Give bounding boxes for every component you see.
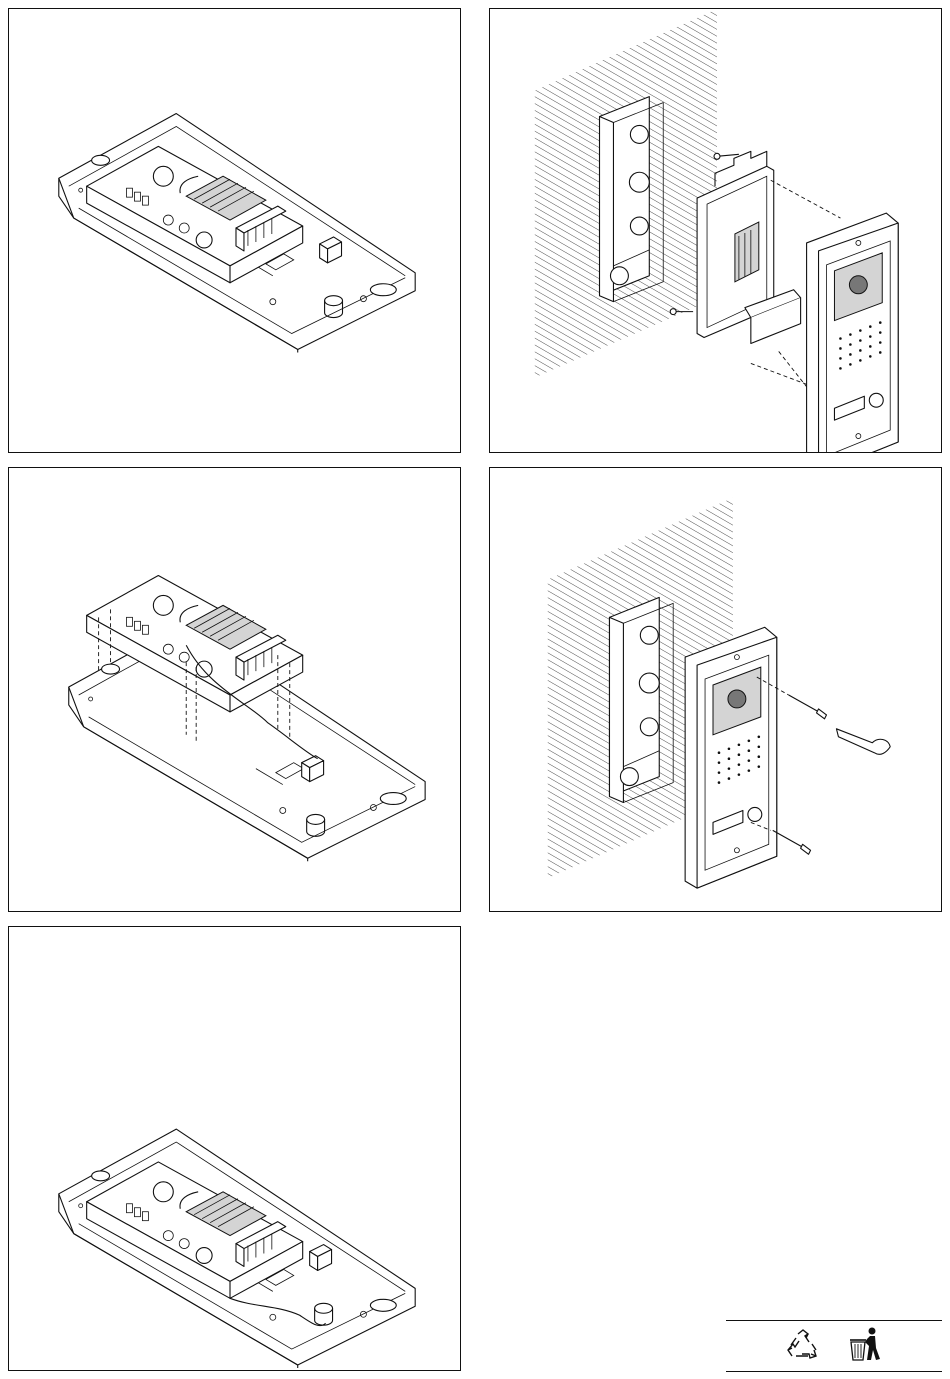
recycle-icon	[786, 1328, 820, 1362]
bin-disposal-icon	[848, 1326, 884, 1364]
fixing-screw-top	[789, 695, 827, 719]
front-panel-fixing-illustration	[490, 468, 941, 911]
wrench-icon	[836, 729, 890, 754]
fixing-screw-bottom	[773, 830, 811, 854]
footer-rule-top	[726, 1320, 942, 1321]
unit-on-base-illustration	[9, 9, 460, 452]
unit-lifted-illustration	[9, 468, 460, 911]
figure-panel-front-panel-fixing	[489, 467, 942, 912]
front-panel	[685, 627, 777, 888]
footer-rule-bottom	[726, 1371, 942, 1372]
figure-panel-unit-on-base	[8, 8, 461, 453]
figure-panel-unit-lifted-off-base	[8, 467, 461, 912]
disposal-footer	[726, 1320, 942, 1372]
figure-panel-flush-box-exploded	[489, 8, 942, 453]
flush-box-exploded-illustration	[490, 9, 941, 452]
front-panel	[807, 213, 899, 452]
figure-panel-unit-on-base-wired	[8, 926, 461, 1371]
unit-on-base-wired-illustration	[9, 927, 460, 1370]
